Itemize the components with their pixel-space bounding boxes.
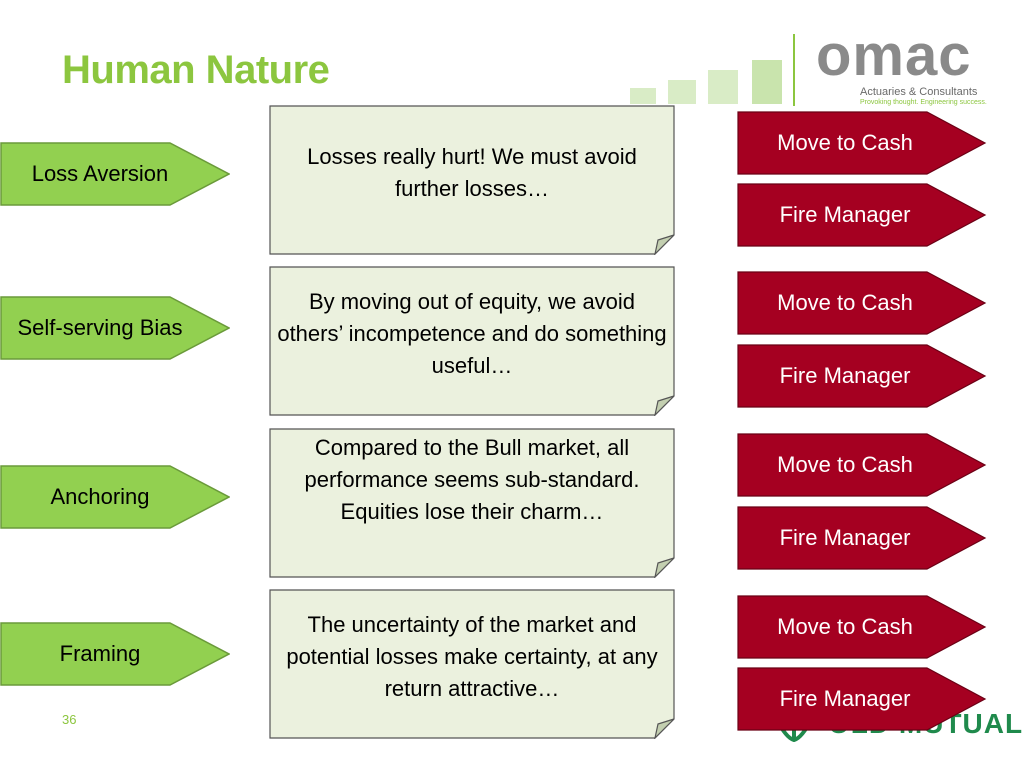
bias-label: Self-serving Bias [17, 315, 183, 340]
action-label: Move to Cash [777, 452, 913, 477]
action-arrow-shape [737, 183, 987, 247]
action-move-to-cash: Move to Cash [737, 595, 987, 659]
action-label: Fire Manager [779, 525, 911, 550]
action-arrow-shape [737, 271, 987, 335]
action-label: Move to Cash [777, 130, 913, 155]
omac-logo: omac [816, 23, 972, 88]
arrow-shape [0, 465, 230, 529]
action-label: Move to Cash [777, 290, 913, 315]
bias-arrow-self-serving-bias: Self-serving Bias [0, 296, 230, 360]
bias-label: Loss Aversion [31, 161, 169, 186]
page-number: 36 [62, 712, 77, 727]
action-fire-manager: Fire Manager [737, 183, 987, 247]
logo-slogan: Provoking thought. Engineering success. [860, 99, 987, 106]
decor-block [630, 88, 656, 104]
bias-label: Anchoring [50, 484, 150, 509]
explanation-note: The uncertainty of the market and potent… [269, 589, 675, 739]
action-move-to-cash: Move to Cash [737, 111, 987, 175]
action-arrow-shape [737, 344, 987, 408]
action-arrow-shape [737, 506, 987, 570]
action-arrow-shape [737, 111, 987, 175]
decor-block [752, 60, 782, 104]
note-shape [269, 105, 675, 255]
logo-tagline: Actuaries & Consultants [860, 86, 978, 98]
bias-label: Framing [59, 641, 141, 666]
action-arrow-shape [737, 433, 987, 497]
explanation-note: Losses really hurt! We must avoid furthe… [269, 105, 675, 255]
action-label: Fire Manager [779, 686, 911, 711]
note-text: By moving out of equity, we avoid others… [277, 289, 667, 378]
note-text: Compared to the Bull market, all perform… [304, 435, 640, 524]
explanation-note: By moving out of equity, we avoid others… [269, 266, 675, 416]
action-fire-manager: Fire Manager [737, 667, 987, 731]
decor-block [708, 70, 738, 104]
bias-arrow-loss-aversion: Loss Aversion [0, 142, 230, 206]
note-shape [269, 589, 675, 739]
action-label: Move to Cash [777, 614, 913, 639]
bias-arrow-anchoring: Anchoring [0, 465, 230, 529]
note-shape [269, 266, 675, 416]
arrow-shape [0, 296, 230, 360]
note-shape [269, 428, 675, 578]
action-label: Fire Manager [779, 202, 911, 227]
decor-block [668, 80, 696, 104]
action-arrow-shape [737, 667, 987, 731]
action-fire-manager: Fire Manager [737, 344, 987, 408]
action-fire-manager: Fire Manager [737, 506, 987, 570]
action-arrow-shape [737, 595, 987, 659]
note-text: The uncertainty of the market and potent… [286, 612, 658, 701]
action-move-to-cash: Move to Cash [737, 271, 987, 335]
explanation-note: Compared to the Bull market, all perform… [269, 428, 675, 578]
action-label: Fire Manager [779, 363, 911, 388]
arrow-shape [0, 142, 230, 206]
slide-title: Human Nature [62, 48, 330, 92]
action-move-to-cash: Move to Cash [737, 433, 987, 497]
note-text: Losses really hurt! We must avoid furthe… [307, 144, 637, 201]
logo-separator [793, 34, 795, 106]
arrow-shape [0, 622, 230, 686]
bias-arrow-framing: Framing [0, 622, 230, 686]
